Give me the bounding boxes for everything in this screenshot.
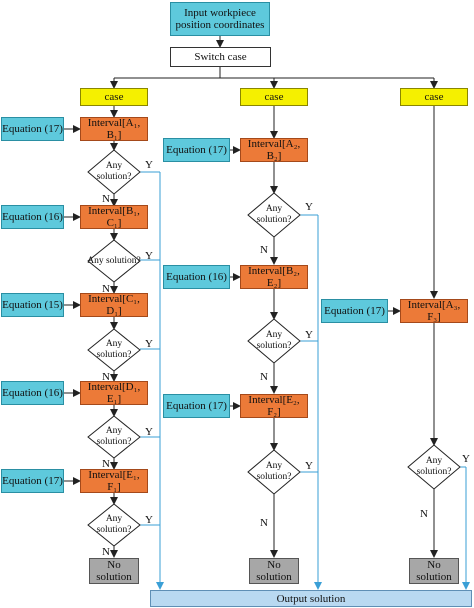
no-label: N <box>260 371 268 383</box>
equation-17-box: Equation (17) <box>1 469 64 493</box>
yes-label: Y <box>145 159 153 171</box>
yes-label: Y <box>462 453 470 465</box>
start-box: Input workpiece position coordinates <box>170 2 270 36</box>
yes-label: Y <box>305 329 313 341</box>
interval-box: Interval[E₁, F₁] <box>80 469 148 493</box>
equation-17-box: Equation (17) <box>321 299 388 323</box>
no-label: N <box>102 458 110 470</box>
interval-box: Interval[D₁, E₁] <box>80 381 148 405</box>
no-label: N <box>420 508 428 520</box>
case-box-2: case <box>240 88 308 106</box>
interval-box: Interval[A₂, B₂] <box>240 138 308 162</box>
no-label: N <box>102 283 110 295</box>
no-label: N <box>260 517 268 529</box>
decision-label: Any solution? <box>87 255 141 266</box>
yes-label: Y <box>145 338 153 350</box>
interval-box: Interval[E₂, F₂] <box>240 394 308 418</box>
yes-label: Y <box>145 250 153 262</box>
interval-box: Interval[B₂, E₂] <box>240 265 308 289</box>
no-label: N <box>102 193 110 205</box>
case-box-3: case <box>400 88 468 106</box>
decision-shapes <box>87 149 461 547</box>
yes-label: Y <box>305 460 313 472</box>
interval-box: Interval[C₁, D₁] <box>80 293 148 317</box>
yes-label: Y <box>305 201 313 213</box>
no-label: N <box>260 244 268 256</box>
equation-15-box: Equation (15) <box>1 293 64 317</box>
yes-label: Y <box>145 514 153 526</box>
yes-label: Y <box>145 426 153 438</box>
interval-box: Interval[A₃, F₃] <box>400 299 468 323</box>
start-line-1: Input workpiece <box>184 7 256 19</box>
interval-box: Interval[B₁, C₁] <box>80 205 148 229</box>
interval-box: Interval[A₁, B₁] <box>80 117 148 141</box>
equation-16-box: Equation (16) <box>1 381 64 405</box>
equation-17-box: Equation (17) <box>163 394 230 418</box>
equation-16-box: Equation (16) <box>163 265 230 289</box>
equation-17-box: Equation (17) <box>1 117 64 141</box>
no-label: N <box>102 546 110 558</box>
equation-17-box: Equation (17) <box>163 138 230 162</box>
case-box-1: case <box>80 88 148 106</box>
switch-case-box: Switch case <box>170 47 271 67</box>
output-solution-box: Output solution <box>150 590 472 607</box>
equation-16-box: Equation (16) <box>1 205 64 229</box>
no-label: N <box>102 371 110 383</box>
start-line-2: position coordinates <box>175 19 265 31</box>
